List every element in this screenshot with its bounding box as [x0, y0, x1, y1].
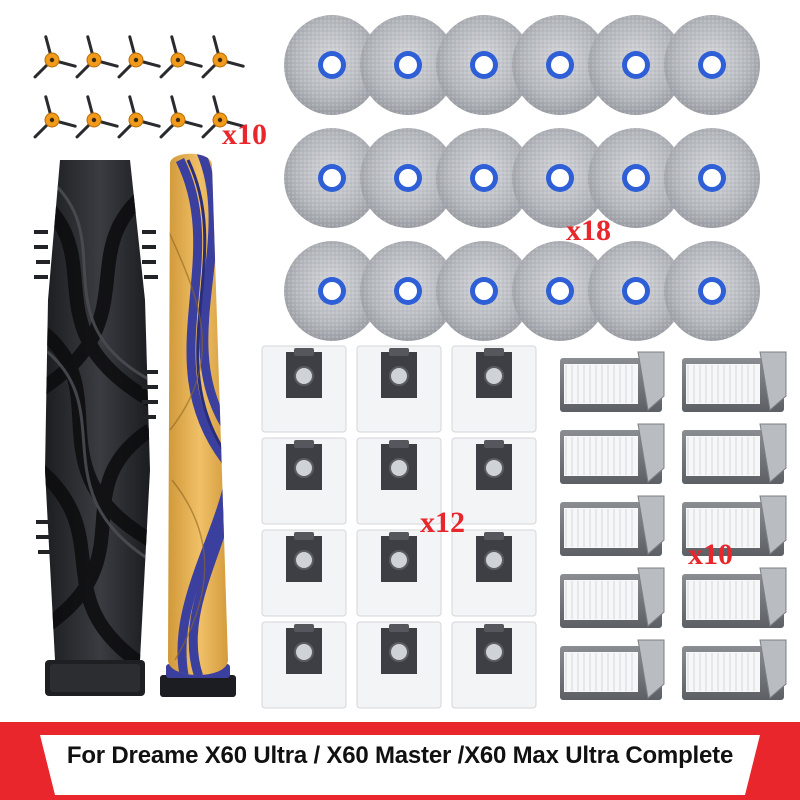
side-brush: [33, 95, 77, 139]
mop-pad: [512, 241, 608, 341]
mop-pad: [436, 241, 532, 341]
mop-pad: [512, 128, 608, 228]
dust-bag: [261, 437, 347, 525]
banner-title: For Dreame X60 Ultra / X60 Master /X60 M…: [66, 742, 734, 769]
side-brush: [159, 35, 203, 79]
side-brush: [201, 35, 245, 79]
hepa-filter: [560, 639, 665, 700]
hepa-filter: [682, 639, 787, 700]
dust-bag: [356, 621, 442, 709]
hepa-filter: [682, 423, 787, 484]
side-brush-quantity: x10: [222, 118, 267, 151]
dust-bag: [356, 345, 442, 433]
mop-pad-quantity: x18: [566, 214, 611, 247]
mop-pad: [664, 128, 760, 228]
mop-pad: [588, 15, 684, 115]
dust-bag: [261, 621, 347, 709]
mop-pad: [588, 241, 684, 341]
mop-pad: [436, 128, 532, 228]
mop-pad: [360, 241, 456, 341]
side-brush: [117, 95, 161, 139]
hepa-filter: [682, 495, 787, 556]
hepa-filter: [560, 423, 665, 484]
filter-quantity: x10: [688, 538, 733, 571]
hepa-filter: [560, 351, 665, 412]
filters-group: [560, 351, 787, 700]
hepa-filter: [560, 495, 665, 556]
mop-pad: [284, 241, 380, 341]
yellow-blue-main-brush: [160, 153, 236, 697]
side-brush: [117, 35, 161, 79]
dust-bags-group: [261, 345, 537, 709]
side-brush: [159, 95, 203, 139]
dust-bag: [451, 621, 537, 709]
hepa-filter: [560, 567, 665, 628]
side-brush: [33, 35, 77, 79]
side-brush: [75, 95, 119, 139]
mop-pads-group: [284, 15, 760, 341]
side-brushes-group: [33, 35, 245, 139]
dust-bag: [261, 345, 347, 433]
title-banner: [0, 722, 800, 800]
side-brush: [75, 35, 119, 79]
dust-bag: [451, 529, 537, 617]
mop-pad: [664, 241, 760, 341]
black-main-brush: [34, 160, 158, 696]
mop-pad: [436, 15, 532, 115]
mop-pad: [664, 15, 760, 115]
hepa-filter: [682, 351, 787, 412]
mop-pad: [360, 15, 456, 115]
side-brush: [201, 95, 245, 139]
mop-pad: [588, 128, 684, 228]
mop-pad: [512, 15, 608, 115]
mop-pad: [284, 15, 380, 115]
mop-pad: [360, 128, 456, 228]
dust-bag: [451, 345, 537, 433]
dust-bag: [356, 437, 442, 525]
dust-bag: [451, 437, 537, 525]
dust-bag-quantity: x12: [420, 506, 465, 539]
dust-bag: [261, 529, 347, 617]
dust-bag: [356, 529, 442, 617]
hepa-filter: [682, 567, 787, 628]
mop-pad: [284, 128, 380, 228]
